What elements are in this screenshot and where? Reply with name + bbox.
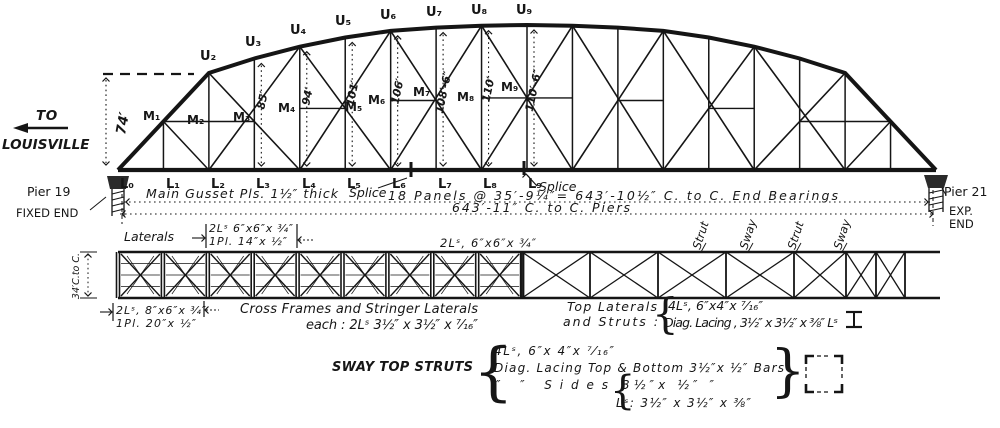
node-label-m3: M₃ <box>233 110 250 124</box>
panels-dimension-note: 18 Panels @ 35′-9¼″= 643′-10½″ C. to C. … <box>388 188 838 203</box>
plan-width-dim: 34′C.to C. <box>71 253 82 299</box>
top-laterals-spec-line1: 4Lˢ, 6″x4″x ⁷⁄₁₆″ <box>668 298 763 313</box>
node-label-m6: M₆ <box>368 93 385 107</box>
node-label-l2: L₂ <box>211 177 225 192</box>
splice-label-2: Splice <box>539 179 577 194</box>
node-label-u8: U₈ <box>471 3 488 18</box>
sway-note-line2: Diag. Lacing Top & Bottom 3½″x ½″ Bars <box>494 361 784 375</box>
top-laterals-brace: { <box>652 289 679 338</box>
node-label-u9: U₉ <box>516 3 533 18</box>
laterals-label: Laterals <box>124 229 174 244</box>
node-label-u6: U₆ <box>380 8 397 23</box>
truss-elevation-labels: TO LOUISVILLE Pier 19 FIXED END Pier 21 … <box>2 3 987 231</box>
direction-louisville-label: LOUISVILLE <box>2 137 90 153</box>
sway-note-line3-right: 3½″x ½″ ″ <box>622 378 715 392</box>
sway-note-inner-brace: { <box>610 368 635 414</box>
node-label-m7: M₇ <box>413 85 430 99</box>
piers-dimension-note: 643′-11″ C. to C. Piers <box>452 200 630 215</box>
drawing-geometry <box>13 22 948 394</box>
sway-label-1: Sway <box>737 217 760 251</box>
laterals-spec-right: 2Lˢ, 6″x6″x ¾″ <box>440 236 537 250</box>
exp-label: EXP. <box>949 204 973 218</box>
node-label-l8: L₈ <box>483 177 497 192</box>
node-label-u3: U₃ <box>245 35 261 50</box>
sway-note-open-brace: { <box>473 335 514 409</box>
height-dim-110: 110′ <box>480 75 498 103</box>
strut-label-2: Strut <box>785 219 807 251</box>
sway-note-close-brace: } <box>770 339 806 404</box>
node-label-m4: M₄ <box>278 101 295 115</box>
node-label-l9: L₉ <box>528 177 542 192</box>
splice-label-1: Splice <box>349 185 387 200</box>
laterals-spec-line2: 1Pl. 14″x ½″ <box>209 235 288 248</box>
stringer-spec-line1: 2Lˢ, 8″x6″x ¾″ <box>116 304 207 317</box>
deck-plan-labels: 34′C.to C. Laterals 2Lˢ 6″x6″x ¾″ 1Pl. 1… <box>71 217 853 338</box>
direction-to-label: TO <box>36 108 58 124</box>
top-laterals-line1: Top Laterals <box>567 299 657 314</box>
sway-note-line4: Lˢ: 3½″ x 3½″ x ⅜″ <box>616 396 752 410</box>
top-laterals-spec-line2: Diag. Lacing , 3½″ x 3½″ x ⅜″ Lˢ <box>664 315 838 330</box>
height-dim-106: 106′ <box>389 77 407 105</box>
sway-note-line1: 4Lˢ, 6″x 4″x ⁷⁄₁₆″ <box>494 344 615 358</box>
pier-21-label: Pier 21 <box>944 184 987 199</box>
node-label-u7: U₇ <box>426 5 442 20</box>
top-laterals-line2: and Struts : <box>563 314 658 329</box>
cross-frames-line1: Cross Frames and Stringer Laterals <box>240 302 478 317</box>
pier-19-label: Pier 19 <box>27 184 70 199</box>
node-label-l7: L₇ <box>438 177 452 192</box>
height-dim-101: 101′ <box>344 79 362 107</box>
node-label-m9: M₉ <box>501 80 518 94</box>
node-label-u5: U₅ <box>335 14 351 29</box>
sway-label-2: Sway <box>831 217 854 251</box>
height-dim-94: 94′ <box>299 86 316 107</box>
stringer-spec-line2: 1Pl. 20″x ½″ <box>116 317 197 330</box>
node-label-l6: L₆ <box>392 177 406 192</box>
laterals-spec-line1: 2Lˢ 6″x6″x ¾″ <box>209 222 294 235</box>
node-label-m8: M₈ <box>457 90 474 104</box>
height-dim-110-6: 110′-6″ <box>523 68 545 113</box>
sway-top-struts-note: SWAY TOP STRUTS { 4Lˢ, 6″x 4″x ⁷⁄₁₆″ Dia… <box>332 335 806 414</box>
cross-frames-line2: each : 2Lˢ 3½″ x 3½″ x ⁷⁄₁₆″ <box>306 318 478 333</box>
node-label-m1: M₁ <box>143 109 160 123</box>
gusset-note: Main Gusset Pls. 1½″ thick <box>146 186 339 201</box>
node-label-l3: L₃ <box>256 177 270 192</box>
fixed-end-label: FIXED END <box>16 206 79 220</box>
end-label: END <box>949 217 974 231</box>
node-label-m2: M₂ <box>187 113 204 127</box>
node-label-l0: L₀ <box>120 177 134 192</box>
sway-note-title: SWAY TOP STRUTS <box>332 360 474 375</box>
node-label-m5: M₅ <box>345 100 362 114</box>
strut-label-1: Strut <box>690 219 712 251</box>
node-label-l4: L₄ <box>302 177 316 192</box>
height-dim-74: 74′ <box>113 110 133 135</box>
node-label-l1: L₁ <box>166 177 180 192</box>
height-dim-85: 85′ <box>254 90 271 111</box>
node-label-l5: L₅ <box>347 177 361 192</box>
node-label-u2: U₂ <box>200 49 216 64</box>
node-label-u4: U₄ <box>290 23 307 38</box>
